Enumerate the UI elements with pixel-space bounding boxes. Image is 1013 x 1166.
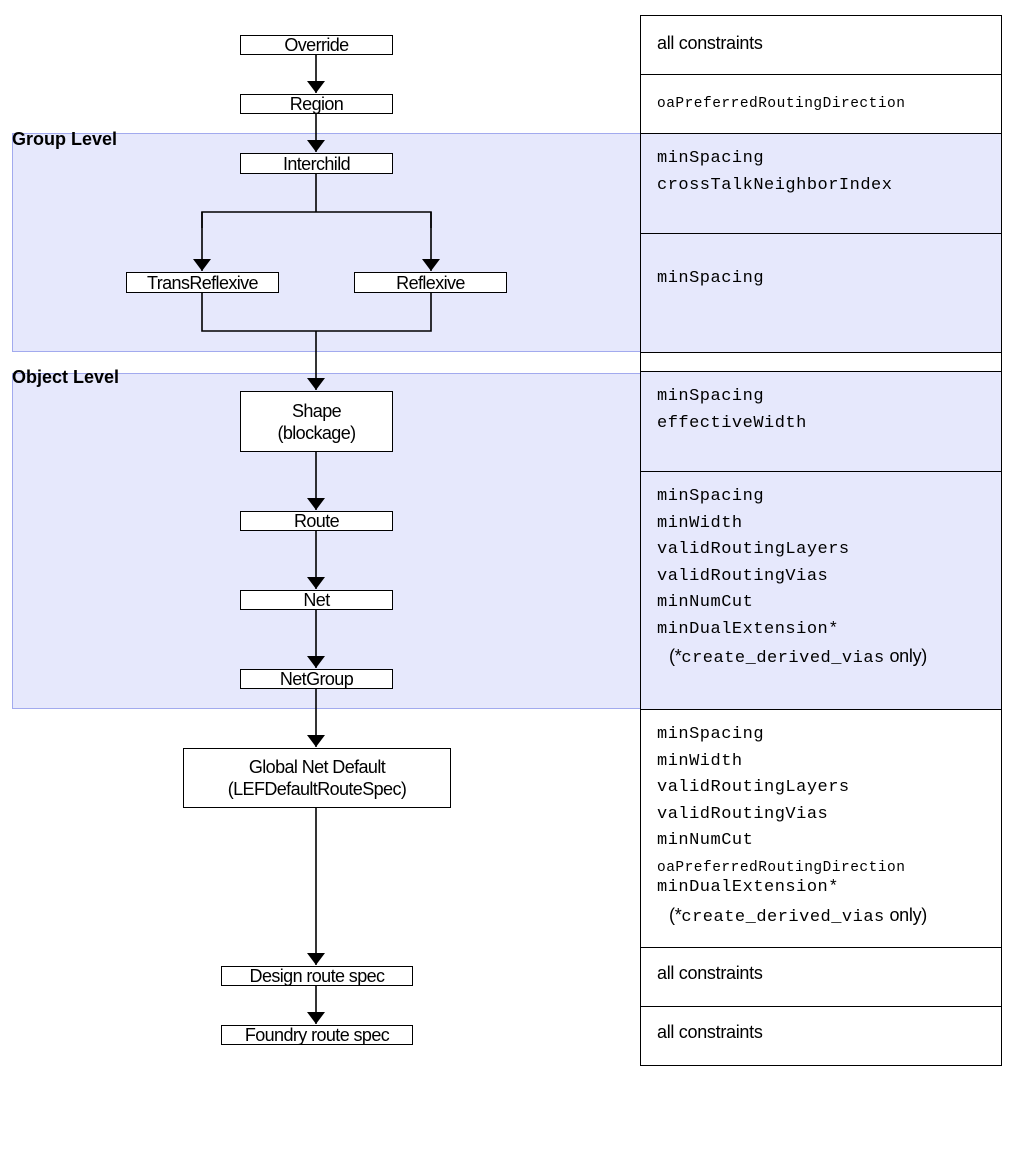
node-shape-blockage: Shape (blockage) <box>240 391 393 452</box>
constraint-item: validRoutingLayers <box>657 540 850 559</box>
node-design-route-spec: Design route spec <box>221 966 413 986</box>
branch-merge <box>201 293 432 332</box>
constraint-item: minSpacing <box>657 149 765 168</box>
constraint-item: minWidth <box>657 513 743 533</box>
constraints-cell-interchild: minSpacing crossTalkNeighborIndex <box>640 133 1002 234</box>
constraint-item: oaPreferredRoutingDirection <box>657 859 906 876</box>
constraints-cell-foundry: all constraints <box>640 1006 1002 1066</box>
constraints-cell-override: all constraints <box>640 15 1002 75</box>
node-net: Net <box>240 590 393 610</box>
constraint-item: all constraints <box>657 963 763 983</box>
constraint-item: minDualExtension* <box>657 878 839 897</box>
constraint-item: minNumCut <box>657 831 754 850</box>
group-level-label: Group Level <box>12 129 118 149</box>
constraint-item: minSpacing <box>657 387 765 406</box>
constraint-footnote: (*create_derived_vias only) <box>669 646 927 668</box>
node-foundry-route-spec: Foundry route spec <box>221 1025 413 1045</box>
constraints-cell-route-net: minSpacing minWidth validRoutingLayers v… <box>640 471 1002 710</box>
constraints-cell-spacer <box>640 352 1002 372</box>
constraint-item: minSpacing <box>657 725 765 744</box>
constraint-item: minNumCut <box>657 593 754 612</box>
constraints-cell-design: all constraints <box>640 947 1002 1007</box>
constraint-item: validRoutingVias <box>657 804 829 824</box>
constraint-item: all constraints <box>657 33 763 53</box>
node-region: Region <box>240 94 393 114</box>
constraints-cell-shape: minSpacing effectiveWidth <box>640 371 1002 472</box>
constraint-item: minWidth <box>657 751 743 771</box>
object-level-label: Object Level <box>12 367 120 387</box>
branch-interchild-split <box>201 174 432 228</box>
constraint-item: validRoutingLayers <box>657 778 850 797</box>
constraints-cell-region: oaPreferredRoutingDirection <box>640 74 1002 134</box>
node-interchild: Interchild <box>240 153 393 174</box>
node-route: Route <box>240 511 393 531</box>
node-reflexive: Reflexive <box>354 272 507 293</box>
constraint-item: effectiveWidth <box>657 413 807 433</box>
constraint-item: minSpacing <box>657 269 765 288</box>
constraint-item: oaPreferredRoutingDirection <box>657 96 906 112</box>
constraint-item: crossTalkNeighborIndex <box>657 175 893 195</box>
constraint-item: all constraints <box>657 1022 763 1042</box>
node-global-net-default: Global Net Default (LEFDefaultRouteSpec) <box>183 748 451 808</box>
constraint-item: minSpacing <box>657 487 765 506</box>
constraint-item: minDualExtension* <box>657 619 839 639</box>
node-override: Override <box>240 35 393 55</box>
constraints-cell-global: minSpacing minWidth validRoutingLayers v… <box>640 709 1002 948</box>
node-netgroup: NetGroup <box>240 669 393 689</box>
node-transreflexive: TransReflexive <box>126 272 279 293</box>
constraint-footnote: (*create_derived_vias only) <box>669 904 927 927</box>
constraints-cell-reflexive: minSpacing <box>640 233 1002 353</box>
constraint-item: validRoutingVias <box>657 566 829 586</box>
